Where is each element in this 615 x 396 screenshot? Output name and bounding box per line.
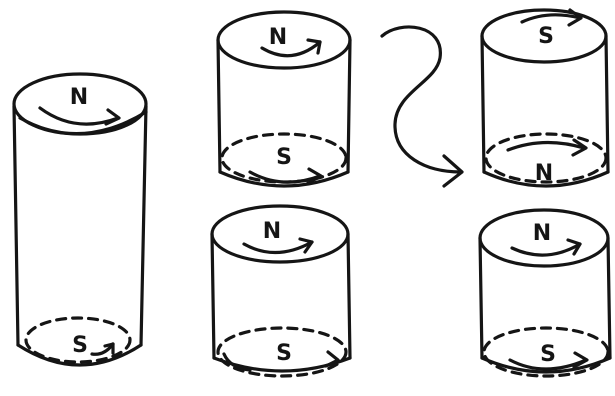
magnet-right-side xyxy=(606,36,608,172)
bottom-pole-label: S xyxy=(276,341,292,366)
bottom-pole-label: S xyxy=(540,342,556,367)
magnet-lower-right: N S xyxy=(480,210,610,376)
top-pole-label: N xyxy=(70,85,88,110)
top-pole-label: N xyxy=(533,221,551,246)
magnet-upper-middle: N S xyxy=(218,12,350,186)
magnet-left-side xyxy=(212,234,214,358)
rotation-arrow-icon xyxy=(522,15,580,22)
magnet-right-side xyxy=(348,40,350,172)
curved-arrow-icon xyxy=(382,27,462,186)
magnet-right-side xyxy=(141,106,146,345)
magnet-left-side xyxy=(14,106,18,345)
bottom-pole-label: S xyxy=(72,333,88,358)
magnet-tall: N S xyxy=(14,74,146,365)
bottom-pole-label: N xyxy=(535,161,553,186)
magnet-left-side xyxy=(218,40,220,172)
top-pole-label: N xyxy=(263,219,281,244)
magnet-right-side xyxy=(608,238,610,358)
magnet-left-side xyxy=(480,238,482,358)
rotation-arrowhead-icon xyxy=(574,353,587,367)
top-pole-label: N xyxy=(269,25,287,50)
bottom-pole-label: S xyxy=(276,145,292,170)
rotation-arrow-icon xyxy=(508,142,584,150)
magnet-right-side xyxy=(348,234,350,358)
magnet-lower-middle: N S xyxy=(212,206,350,376)
top-pole-label: S xyxy=(538,24,554,49)
magnet-left-side xyxy=(482,36,484,172)
magnet-upper-right: S N xyxy=(482,10,608,186)
rotation-arrow-icon xyxy=(40,108,118,124)
rotation-arrowhead-icon xyxy=(106,110,119,124)
